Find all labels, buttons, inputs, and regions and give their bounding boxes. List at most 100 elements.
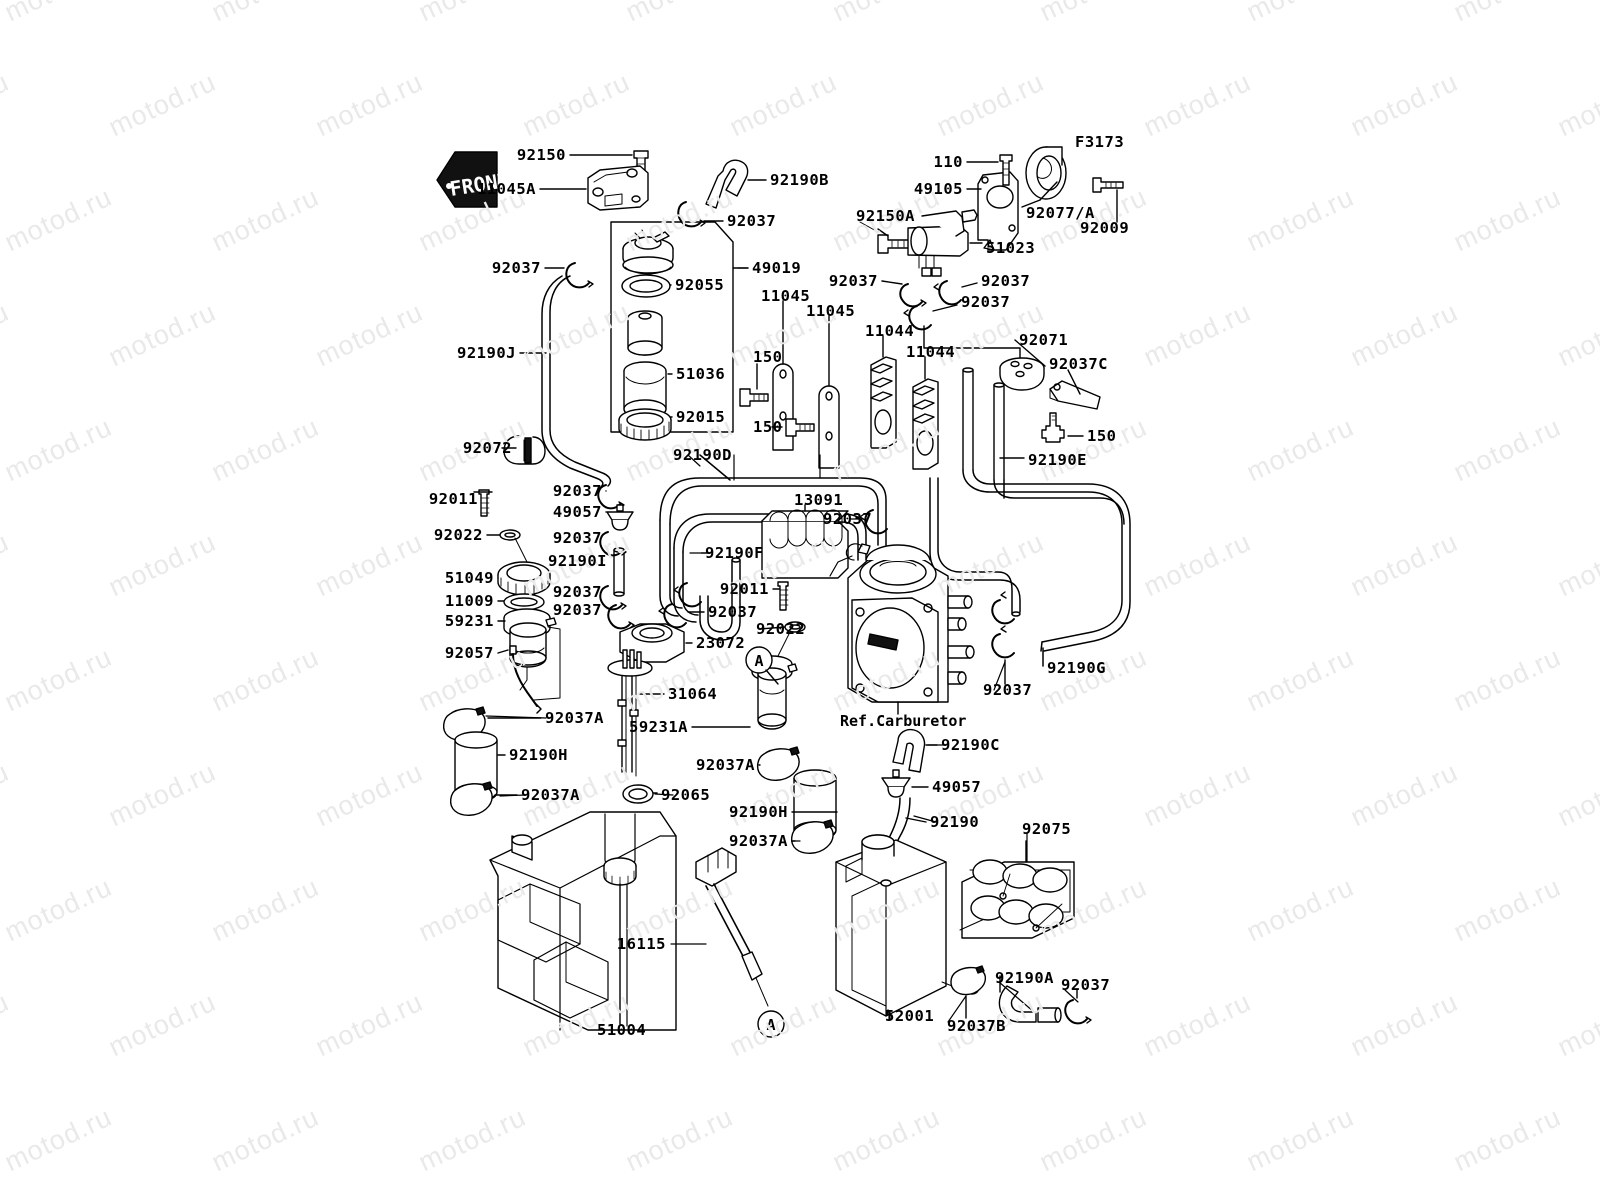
part-label-92037a: 92037A xyxy=(545,709,604,727)
part-label-51036: 51036 xyxy=(676,365,726,383)
part-label-11045: 11045 xyxy=(761,287,811,305)
part-label-150: 150 xyxy=(1087,427,1117,445)
part-label-52001: 52001 xyxy=(885,1007,935,1025)
part-92037B-clamp xyxy=(950,965,987,1019)
part-label-49105: 49105 xyxy=(913,180,963,198)
part-92037-clip-i xyxy=(599,585,627,611)
part-label-92190f: 92190F xyxy=(705,544,764,562)
part-label-11045a: 11045A xyxy=(477,180,536,198)
part-label-92075: 92075 xyxy=(1022,820,1072,838)
part-label-150: 150 xyxy=(753,418,783,436)
part-label-92022: 92022 xyxy=(433,526,483,544)
part-92037-clip-d xyxy=(933,280,978,306)
part-92037-clip-b xyxy=(544,262,594,289)
part-label-110: 110 xyxy=(933,153,963,171)
part-92071-grommet xyxy=(999,339,1046,391)
part-49105-insulator xyxy=(966,171,1019,251)
part-49019-pump-body xyxy=(622,229,674,275)
part-label-92037: 92037 xyxy=(983,681,1033,699)
part-92037-clip-o xyxy=(1064,989,1092,1025)
part-label-150: 150 xyxy=(753,348,783,366)
part-92037-clip-k xyxy=(658,603,705,629)
part-label-92065: 92065 xyxy=(661,786,711,804)
part-92037C-bracket xyxy=(1049,369,1101,410)
callout-marker-a-upper: A xyxy=(745,646,779,685)
part-92055-oring xyxy=(621,274,672,298)
part-92190D-hose xyxy=(659,477,887,546)
part-label-92011: 92011 xyxy=(719,580,769,598)
part-label-92190c: 92190C xyxy=(941,736,1000,754)
part-label-92190h: 92190H xyxy=(729,803,788,821)
part-label-92037a: 92037A xyxy=(521,786,580,804)
part-150-bolt-1 xyxy=(739,363,769,407)
part-label-refcarburetor: Ref.Carburetor xyxy=(840,712,967,730)
svg-text:A: A xyxy=(754,652,763,670)
part-label-92071: 92071 xyxy=(1019,331,1069,349)
part-16115-tank-cap xyxy=(695,847,769,1007)
callout-marker-a-lower: A xyxy=(757,1010,785,1038)
part-11045-rod-2 xyxy=(818,315,840,469)
part-label-92190i: 92190I xyxy=(548,552,607,570)
part-92190B-hose xyxy=(705,159,767,209)
part-label-92150a: 92150A xyxy=(856,207,915,225)
part-label-92037: 92037 xyxy=(552,529,602,547)
part-label-92055: 92055 xyxy=(675,276,725,294)
part-150-bolt-2 xyxy=(771,418,815,437)
part-label-16115: 16115 xyxy=(616,935,666,953)
part-label-92057: 92057 xyxy=(444,644,494,662)
part-label-92077a: 92077/A xyxy=(1026,204,1095,222)
part-92072-clamp xyxy=(501,435,546,465)
part-label-92190g: 92190G xyxy=(1047,659,1106,677)
part-23072-nut xyxy=(619,623,693,663)
part-label-49057: 49057 xyxy=(932,778,982,796)
part-92009-screw xyxy=(1092,177,1124,223)
part-92011-bolt-1 xyxy=(473,489,493,517)
part-51049-cap xyxy=(497,561,551,596)
part-92037-clip-n xyxy=(991,625,1015,685)
part-label-11044: 11044 xyxy=(865,322,915,340)
part-label-59231a: 59231A xyxy=(629,718,688,736)
part-label-59231: 59231 xyxy=(444,612,494,630)
part-label-92190h: 92190H xyxy=(509,746,568,764)
svg-text:A: A xyxy=(766,1016,775,1034)
part-92037-clip-a xyxy=(677,201,724,228)
part-label-92037: 92037 xyxy=(961,293,1011,311)
part-label-51023: 51023 xyxy=(986,239,1036,257)
part-label-92037: 92037 xyxy=(491,259,541,277)
part-label-92037: 92037 xyxy=(1061,976,1111,994)
part-label-92009: 92009 xyxy=(1080,219,1130,237)
part-label-92190: 92190 xyxy=(930,813,980,831)
part-92037-clip-e xyxy=(903,304,1021,361)
part-49057-valve xyxy=(605,504,634,531)
part-92190I-tube xyxy=(613,547,625,597)
part-31064-fuel-sender xyxy=(607,649,665,777)
part-92190E-tubes xyxy=(962,367,1025,481)
part-label-92037a: 92037A xyxy=(696,756,755,774)
part-92190G-hose xyxy=(962,469,1131,667)
part-label-92037: 92037 xyxy=(552,482,602,500)
part-label-11045: 11045 xyxy=(806,302,856,320)
part-92037A-clamp-4 xyxy=(791,819,834,854)
part-label-23072: 23072 xyxy=(696,634,746,652)
part-label-92190b: 92190B xyxy=(770,171,829,189)
part-51004-fuel-tank xyxy=(489,811,677,1031)
part-label-49019: 49019 xyxy=(752,259,802,277)
part-51023-fuel-valve xyxy=(907,209,983,277)
part-52001-airbox xyxy=(835,834,979,1017)
ref-carburetor-assembly xyxy=(829,543,975,715)
part-label-92190d: 92190D xyxy=(673,446,732,464)
part-92075-gasket-plate xyxy=(959,840,1075,939)
part-110-bolt xyxy=(966,154,1013,186)
part-13091-holder xyxy=(761,504,849,579)
part-label-92037: 92037 xyxy=(552,583,602,601)
part-label-31064: 31064 xyxy=(668,685,718,703)
part-label-92150: 92150 xyxy=(516,146,566,164)
part-92011-bolt-2 xyxy=(772,581,789,611)
part-label-92190j: 92190J xyxy=(457,344,516,362)
part-label-92072: 92072 xyxy=(462,439,512,457)
part-51036-filter-small xyxy=(627,310,663,356)
leader-lines xyxy=(485,267,1079,1027)
part-92015-nut xyxy=(618,408,673,441)
part-label-92037: 92037 xyxy=(828,272,878,290)
part-11009-gasket xyxy=(497,593,545,611)
